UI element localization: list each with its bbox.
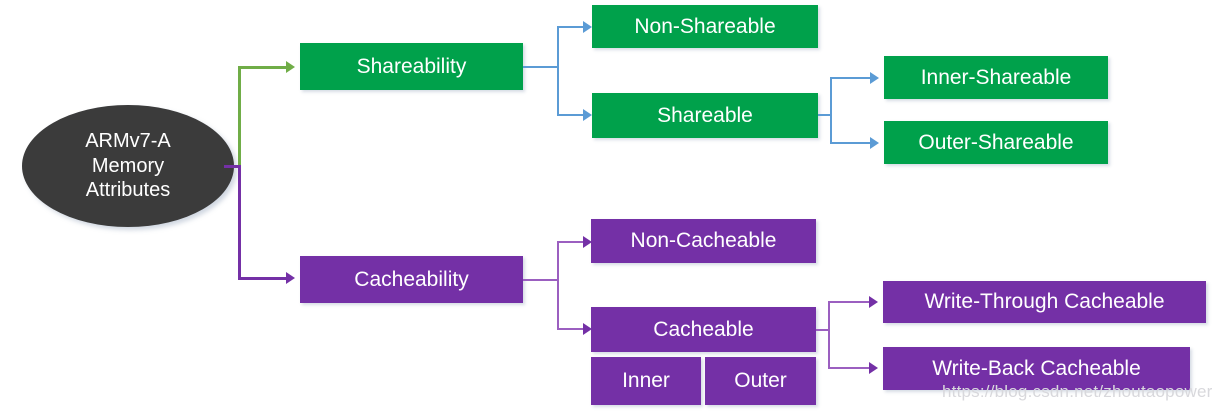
connector-root-to-cacheability-horizontal [238, 277, 288, 280]
connector-shareable-spine [830, 77, 832, 144]
connector-shareability-stub [523, 66, 559, 68]
node-cacheability[interactable]: Cacheability [300, 256, 523, 303]
connector-cacheable-to-write-back [828, 367, 871, 369]
arrowhead-shareable [583, 109, 592, 121]
root-node-armv7a-memory-attributes[interactable]: ARMv7-A Memory Attributes [22, 105, 234, 227]
root-node-line-2: Memory [91, 154, 165, 177]
connector-cacheability-to-cacheable [557, 328, 585, 330]
node-non-shareable[interactable]: Non-Shareable [592, 5, 818, 48]
connector-root-to-shareability-horizontal [238, 66, 288, 69]
arrowhead-cacheable [583, 323, 592, 335]
node-non-cacheable[interactable]: Non-Cacheable [591, 219, 816, 263]
connector-shareable-to-inner-shareable [830, 77, 872, 79]
connector-cacheable-spine [828, 301, 830, 369]
connector-shareability-to-non-shareable [557, 26, 585, 28]
node-shareability[interactable]: Shareability [300, 43, 523, 90]
arrowhead-non-shareable [583, 21, 592, 33]
arrowhead-outer-shareable [870, 137, 879, 149]
arrowhead-inner-shareable [870, 72, 879, 84]
node-outer-shareable[interactable]: Outer-Shareable [884, 121, 1108, 164]
arrowhead-write-through-cacheable [869, 296, 878, 308]
root-node-line-3: Attributes [85, 179, 171, 202]
connector-root-to-cacheability-vertical [238, 165, 241, 280]
connector-root-to-cacheability-stub [224, 165, 241, 168]
node-write-back-cacheable[interactable]: Write-Back Cacheable [883, 347, 1190, 390]
arrowhead-write-back-cacheable [869, 362, 878, 374]
root-node-line-1: ARMv7-A [85, 130, 171, 153]
connector-cacheable-to-write-through [828, 301, 871, 303]
connector-cacheable-stub [816, 329, 830, 331]
connector-cacheability-stub [523, 279, 559, 281]
connector-shareability-to-shareable [557, 114, 585, 116]
connector-shareability-spine [557, 26, 559, 116]
connector-shareable-to-outer-shareable [830, 142, 872, 144]
connector-root-to-shareability-vertical [238, 66, 241, 167]
connector-shareable-stub [818, 114, 832, 116]
node-shareable[interactable]: Shareable [592, 93, 818, 138]
arrowhead-cacheability [286, 272, 295, 284]
arrowhead-shareability [286, 61, 295, 73]
node-cacheable[interactable]: Cacheable [591, 307, 816, 352]
node-cacheable-inner[interactable]: Inner [591, 357, 701, 405]
watermark-text: https://blog.csdn.net/zhoutaopower [942, 382, 1213, 401]
node-write-through-cacheable[interactable]: Write-Through Cacheable [883, 281, 1206, 323]
connector-cacheability-to-non-cacheable [557, 241, 585, 243]
node-inner-shareable[interactable]: Inner-Shareable [884, 56, 1108, 99]
connector-cacheability-spine [557, 241, 559, 330]
arrowhead-non-cacheable [583, 236, 592, 248]
node-cacheable-outer[interactable]: Outer [705, 357, 816, 405]
